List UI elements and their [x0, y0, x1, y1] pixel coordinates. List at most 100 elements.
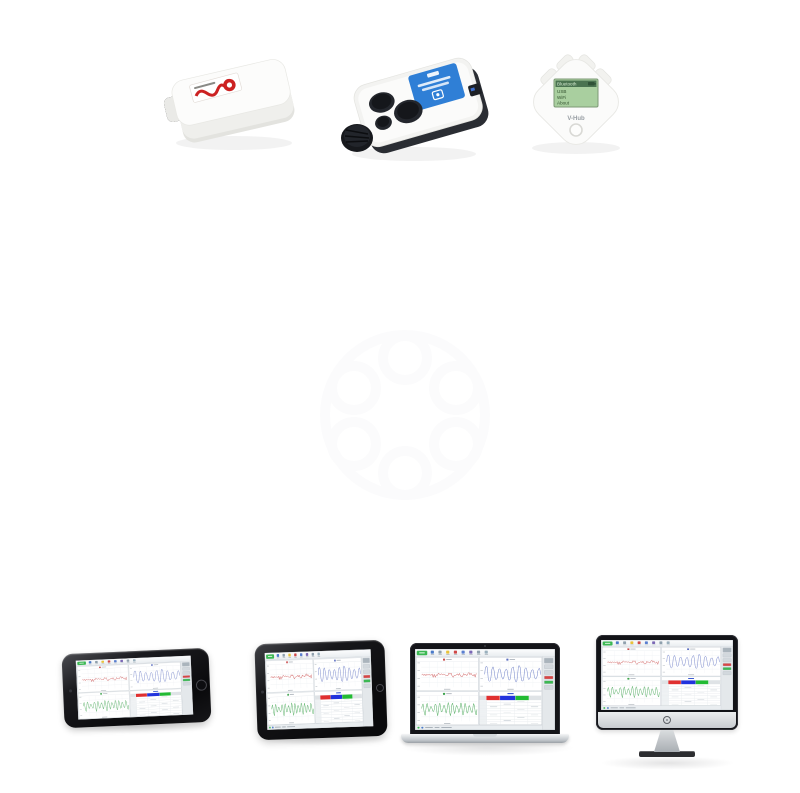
info-toolbar-button[interactable] [317, 652, 321, 657]
app-menu-button[interactable] [416, 650, 428, 656]
table-row[interactable] [479, 705, 542, 709]
panel-toggle-button[interactable] [181, 662, 190, 667]
table-row[interactable] [479, 702, 542, 706]
panel-toggle-button[interactable] [543, 657, 554, 664]
trace-green-plot-area[interactable] [78, 694, 130, 719]
table-row[interactable] [479, 711, 542, 714]
table-row[interactable] [661, 703, 721, 706]
marker-red-button[interactable] [543, 675, 554, 680]
open-toolbar-button[interactable] [615, 641, 620, 646]
table-row[interactable] [661, 688, 721, 692]
trace-red-plot-area[interactable] [602, 651, 660, 676]
trace-green-plot-area[interactable] [602, 680, 660, 705]
table-row[interactable] [661, 698, 721, 701]
grid-toolbar-button[interactable] [126, 659, 130, 663]
trace-blue-plot-area[interactable] [479, 661, 541, 690]
marker-red-button[interactable] [363, 674, 371, 679]
save-toolbar-button[interactable] [94, 660, 98, 665]
marker-green-button[interactable] [543, 680, 554, 684]
marker-red-button[interactable] [722, 663, 732, 667]
table-header-cell-2[interactable] [500, 695, 516, 701]
marker-green-button[interactable] [722, 667, 732, 671]
table-header-cell-1[interactable] [668, 680, 682, 685]
table-row[interactable] [479, 716, 542, 720]
table-header-cell-3[interactable] [695, 680, 709, 685]
table-header-cell-0[interactable] [661, 680, 669, 685]
trace-green-plot-area[interactable] [267, 695, 315, 724]
table-row[interactable] [661, 693, 721, 696]
chart-toolbar-button[interactable] [468, 650, 473, 655]
view-button-1[interactable] [722, 653, 732, 658]
view-button-1[interactable] [182, 667, 190, 671]
view-button-1[interactable] [543, 664, 554, 669]
vhub-button[interactable] [569, 123, 583, 137]
view-button-2[interactable] [362, 669, 370, 674]
print-toolbar-button[interactable] [644, 641, 649, 646]
view-button-3[interactable] [182, 682, 191, 686]
app-menu-button[interactable] [77, 661, 86, 666]
table-row[interactable] [479, 719, 542, 722]
open-toolbar-button[interactable] [430, 650, 435, 655]
grid-toolbar-button[interactable] [476, 650, 481, 655]
view-button-3[interactable] [363, 683, 371, 689]
view-button-3[interactable] [543, 685, 554, 690]
view-button-2[interactable] [543, 670, 554, 675]
table-row[interactable] [479, 721, 542, 725]
trace-blue-plot-area[interactable] [662, 651, 721, 676]
marker-green-button[interactable] [363, 679, 371, 683]
zoom-toolbar-button[interactable] [288, 653, 292, 658]
chart-toolbar-button[interactable] [119, 659, 124, 664]
grid-toolbar-button[interactable] [311, 652, 315, 657]
open-toolbar-button[interactable] [276, 654, 280, 659]
save-toolbar-button[interactable] [437, 650, 442, 655]
table-row[interactable] [661, 695, 721, 699]
panel-toggle-button[interactable] [722, 647, 732, 653]
table-header-cell-4[interactable] [708, 680, 721, 685]
table-row[interactable] [661, 691, 721, 694]
table-row[interactable] [479, 713, 542, 717]
app-menu-button[interactable] [266, 654, 275, 659]
zoom-toolbar-button[interactable] [629, 641, 634, 646]
table-row[interactable] [661, 700, 721, 704]
table-row[interactable] [661, 684, 721, 687]
table-header-cell-4[interactable] [529, 695, 542, 701]
table-header-cell-3[interactable] [515, 695, 530, 701]
chart-toolbar-button[interactable] [651, 641, 656, 646]
marker-red-button[interactable] [182, 675, 191, 678]
record-toolbar-button[interactable] [637, 641, 642, 646]
info-toolbar-button[interactable] [666, 641, 671, 646]
trace-red-plot-area[interactable] [266, 663, 314, 692]
table-row[interactable] [661, 686, 721, 689]
save-toolbar-button[interactable] [622, 641, 627, 646]
grid-toolbar-button[interactable] [658, 641, 663, 646]
zoom-toolbar-button[interactable] [445, 650, 450, 655]
trace-green-plot-area[interactable] [416, 695, 478, 724]
info-toolbar-button[interactable] [132, 659, 136, 663]
table-header-cell-1[interactable] [486, 695, 501, 701]
table-row[interactable] [479, 708, 542, 712]
panel-toggle-button[interactable] [362, 657, 370, 664]
view-button-2[interactable] [182, 671, 190, 675]
app-menu-button[interactable] [602, 641, 613, 646]
open-toolbar-button[interactable] [88, 661, 92, 665]
table-row[interactable] [479, 700, 542, 703]
print-toolbar-button[interactable] [299, 653, 303, 658]
trace-blue-plot-area[interactable] [129, 665, 181, 690]
view-button-2[interactable] [722, 658, 732, 663]
chart-toolbar-button[interactable] [305, 653, 309, 658]
trace-blue-plot-area[interactable] [314, 661, 362, 690]
view-button-3[interactable] [722, 671, 732, 676]
trace-red-plot-area[interactable] [416, 661, 478, 690]
record-toolbar-button[interactable] [107, 660, 111, 664]
trace-red-plot-area[interactable] [77, 667, 129, 692]
print-toolbar-button[interactable] [461, 650, 466, 655]
table-header-cell-0[interactable] [479, 695, 487, 701]
info-toolbar-button[interactable] [484, 650, 489, 655]
table-header-cell-2[interactable] [681, 680, 696, 685]
view-button-1[interactable] [362, 664, 370, 669]
zoom-toolbar-button[interactable] [101, 660, 105, 664]
save-toolbar-button[interactable] [282, 653, 286, 659]
record-toolbar-button[interactable] [293, 653, 297, 658]
print-toolbar-button[interactable] [113, 660, 117, 664]
record-toolbar-button[interactable] [453, 650, 458, 655]
